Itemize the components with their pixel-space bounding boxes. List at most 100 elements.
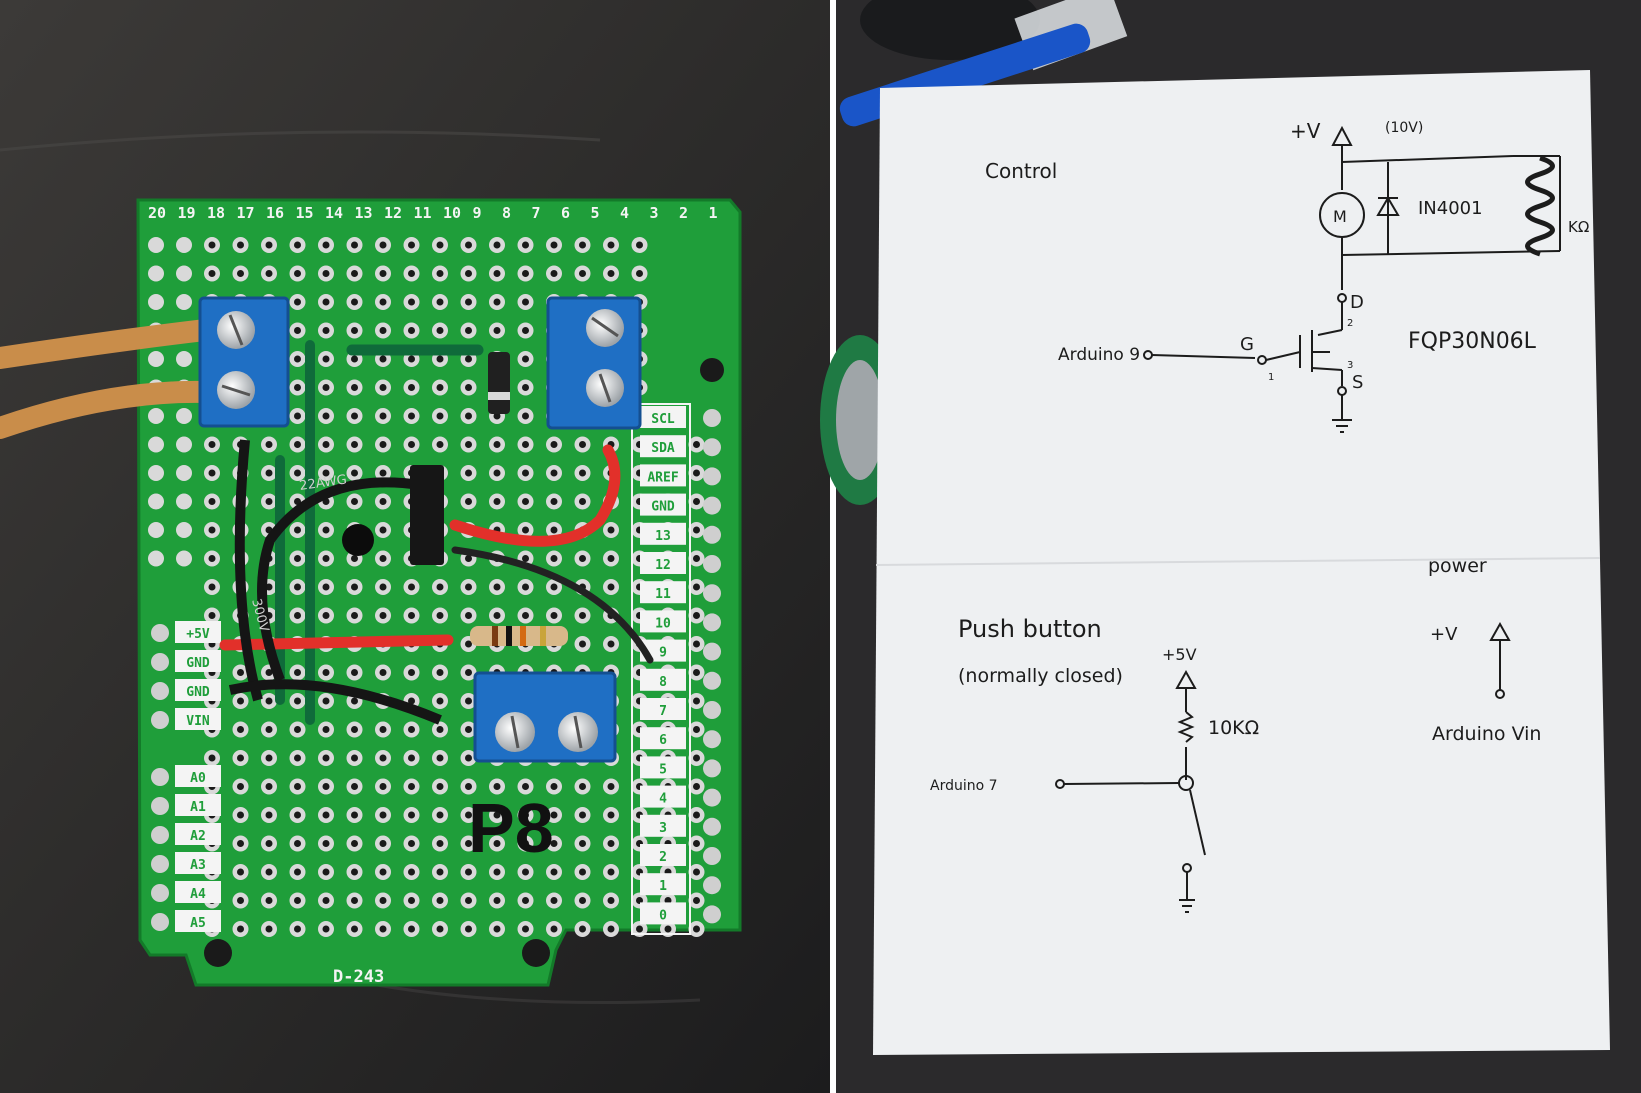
pad-hole (465, 811, 472, 819)
arduino-7-label: Arduino 7 (930, 778, 998, 794)
pad-hole (436, 441, 444, 448)
pad-hole (322, 612, 330, 619)
gate-label: G (1240, 334, 1254, 355)
pad-hole (351, 270, 358, 277)
pad-hole (550, 469, 558, 477)
header-pin-label: 5 (659, 762, 667, 777)
pad-hole (351, 469, 358, 477)
pad-hole (208, 526, 216, 534)
pad-hole (607, 583, 615, 591)
pad-hole (294, 241, 301, 249)
pad-hole (693, 783, 700, 790)
header-label-box (640, 493, 686, 516)
pad-hole (522, 498, 529, 505)
pad-hole (408, 327, 415, 334)
power-pin-label: +5V (186, 627, 210, 642)
pad-hole (237, 868, 244, 876)
pad-hole (294, 327, 301, 334)
pad-hole (294, 811, 301, 819)
arduino-9-label: Arduino 9 (1058, 345, 1140, 365)
pad-hole (693, 612, 700, 619)
pad-hole (408, 298, 415, 306)
pad-hole (351, 897, 358, 904)
pad-hole (379, 241, 387, 249)
pad-hole (636, 925, 643, 933)
pad (176, 237, 192, 253)
wires: 22AWG 300V (0, 319, 654, 725)
pad-hole (607, 925, 615, 933)
pad-hole (607, 868, 615, 876)
header-pin (703, 555, 721, 573)
pad-hole (265, 270, 273, 277)
header-label-box (640, 435, 686, 458)
pad-hole (351, 555, 358, 562)
pad-hole (436, 270, 444, 277)
pad-hole (294, 412, 301, 420)
header-pin (703, 671, 721, 690)
pad-hole (436, 754, 444, 762)
top-pin-number: 11 (414, 204, 432, 222)
pad-hole (237, 669, 244, 676)
pad-hole (550, 868, 558, 876)
heater-label: KΩ (1568, 218, 1589, 236)
pad-hole (322, 811, 330, 819)
pad-hole (550, 840, 558, 847)
mount-hole (700, 358, 724, 382)
pb-resistor: 10KΩ (1208, 717, 1259, 739)
source-label: S (1352, 372, 1363, 393)
top-pin-number: 3 (650, 204, 659, 222)
header-pin (703, 613, 721, 632)
pad-hole (408, 697, 415, 705)
header-pin (703, 817, 721, 836)
header-label-box (640, 522, 686, 545)
pad-hole (493, 241, 501, 249)
pad-hole (436, 726, 444, 733)
pad-hole (208, 583, 216, 591)
resistor (470, 626, 568, 646)
pad-hole (465, 270, 472, 277)
pad (148, 465, 164, 481)
mount-hole (204, 939, 232, 967)
header-label-box (175, 823, 221, 845)
pad-hole (265, 868, 273, 876)
pad-hole (322, 412, 330, 420)
top-pin-number: 16 (266, 204, 284, 222)
pad-hole (322, 669, 330, 676)
pad-hole (522, 412, 529, 420)
diode-label: IN4001 (1418, 198, 1483, 219)
pad-hole (579, 640, 586, 648)
header-pin (703, 788, 721, 807)
pad-hole (379, 783, 387, 790)
pad-hole (550, 498, 558, 505)
pad-hole (322, 726, 330, 733)
header-outline (631, 403, 691, 935)
pad (176, 351, 192, 367)
top-pin-number: 12 (384, 204, 402, 222)
pad-hole (351, 925, 358, 933)
pad-hole (550, 925, 558, 933)
pad-hole (408, 241, 415, 249)
pad-hole (208, 612, 216, 619)
pad-hole (493, 612, 501, 619)
header-pin (703, 438, 721, 457)
heater-coil (1525, 155, 1555, 257)
pad-hole (379, 270, 387, 277)
header-pin (151, 884, 169, 902)
pad-hole (493, 897, 501, 904)
power-supply: +V (1430, 624, 1458, 645)
pad-hole (408, 925, 415, 933)
pad-hole (579, 498, 586, 505)
pad-hole (522, 441, 529, 448)
header-label-box (175, 765, 221, 787)
pad-hole (237, 754, 244, 762)
pad-hole (693, 583, 700, 591)
pad-hole (493, 441, 501, 448)
pad-hole (465, 441, 472, 448)
pad-hole (408, 669, 415, 676)
pad-hole (693, 441, 700, 448)
pad-hole (664, 897, 672, 904)
pad-hole (237, 925, 244, 933)
pad-hole (208, 441, 216, 448)
pad-hole (294, 583, 301, 591)
